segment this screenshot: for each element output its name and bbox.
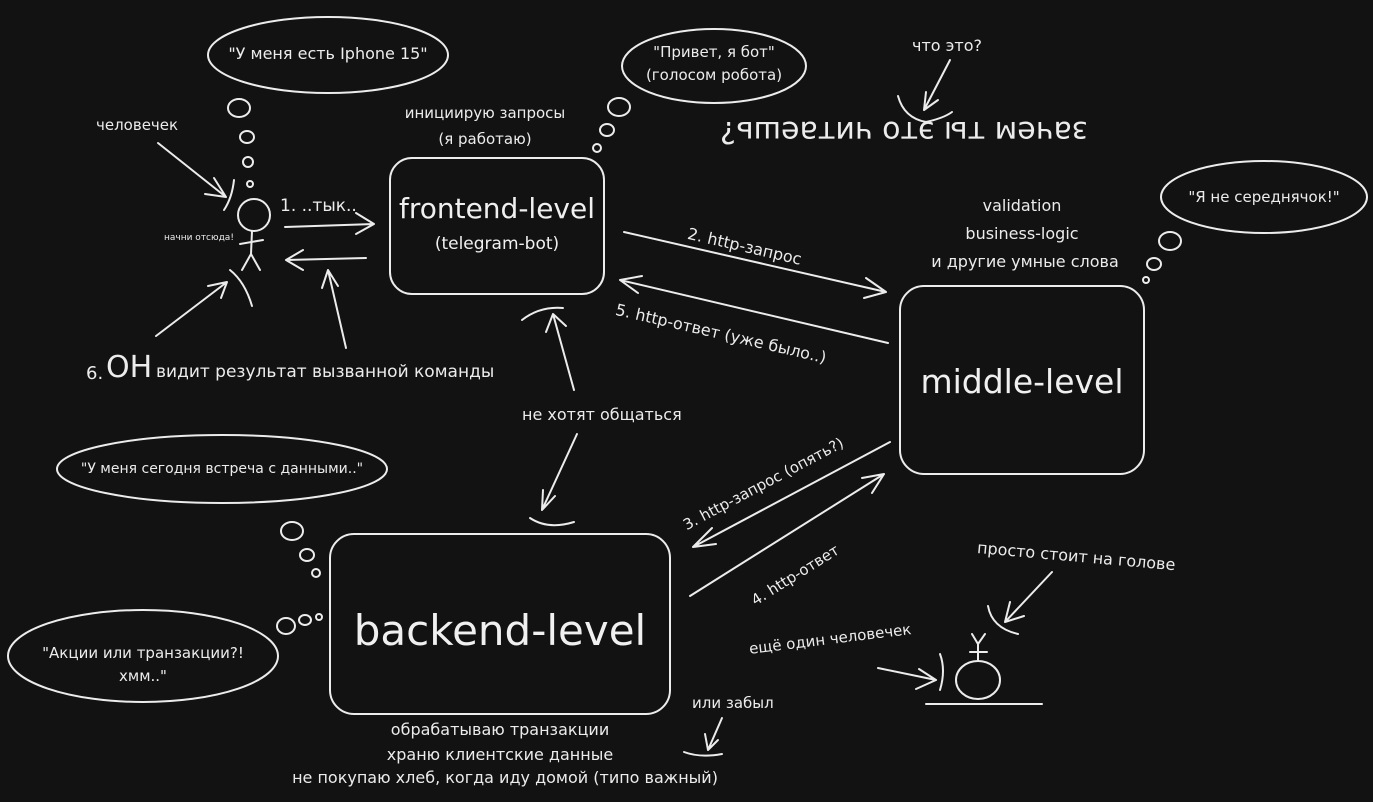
arrow-return-user xyxy=(285,249,367,271)
frontend-box xyxy=(389,157,605,295)
middle-desc-3: и другие умные слова xyxy=(931,252,1119,271)
middle-box xyxy=(899,285,1145,475)
label-or-forgot: или забыл xyxy=(692,694,774,712)
backend-box xyxy=(329,533,671,715)
arrow-http-response-5 xyxy=(619,275,889,344)
backend-desc-3: не покупаю хлеб, когда иду домой (типо в… xyxy=(292,768,718,787)
label-dont-want-talk: не хотят общаться xyxy=(522,405,682,424)
arrow-or-forgot xyxy=(704,717,723,751)
thought-bubble-user xyxy=(207,16,449,188)
arrow-to-man xyxy=(157,142,227,198)
backend-title: backend-level xyxy=(353,606,647,655)
thought-middle: "Я не середнячок!" xyxy=(1188,188,1340,206)
thought-bubble-backend-meeting xyxy=(56,434,388,578)
stick-figure-user xyxy=(237,198,271,271)
thought-bubble-bot xyxy=(592,28,807,153)
label-poke: 1. ..тык.. xyxy=(280,196,357,216)
backend-desc-1: обрабатываю транзакции xyxy=(390,720,610,739)
thought-backend-meeting: "У меня сегодня встреча с данными.." xyxy=(80,461,364,477)
label-little-man: человечек xyxy=(96,116,179,134)
label-what-is-this: что это? xyxy=(912,36,983,55)
thought-bot-hello-1: "Привет, я бот" xyxy=(653,43,775,61)
hair-tick-user xyxy=(223,179,235,211)
tick-or-forgot xyxy=(683,751,723,757)
label-result-he: ОН xyxy=(106,350,153,385)
arrow-http-response-4 xyxy=(689,473,885,597)
tick-what-is-this xyxy=(897,95,953,123)
tick-another-man xyxy=(939,653,944,691)
feet-curve-user xyxy=(229,269,253,307)
arrow-stands-on-head xyxy=(1004,571,1053,623)
tick-frontend xyxy=(521,306,564,321)
middle-desc-1: validation xyxy=(982,196,1062,215)
arrow-not-talk-up xyxy=(545,313,575,391)
arrow-http-request-2 xyxy=(623,231,887,299)
hair-tick-upside xyxy=(987,605,1019,635)
middle-desc-2: business-logic xyxy=(965,224,1079,243)
arrow-not-talk-down xyxy=(541,433,578,511)
arrow-another-man xyxy=(877,667,937,690)
label-init-requests-1: инициирую запросы xyxy=(404,104,566,122)
arrow-http-request-3 xyxy=(692,441,891,548)
label-why-reading: зачем ты это читаешь? xyxy=(720,114,1088,149)
label-result-prefix: 6. xyxy=(86,363,104,384)
thought-backend-stocks-1: "Акции или транзакции?! xyxy=(42,644,244,662)
stick-figure-upside-down xyxy=(925,633,1043,705)
arrow-poke xyxy=(284,212,375,235)
arrow-result-left xyxy=(155,281,228,337)
label-result-rest: видит результат вызванной команды xyxy=(156,362,495,382)
thought-user-phone: "У меня есть Iphone 15" xyxy=(228,44,428,63)
tick-backend xyxy=(529,517,575,527)
arrow-result-right xyxy=(321,269,347,349)
middle-title: middle-level xyxy=(920,362,1124,401)
label-start-here: начни отсюда! xyxy=(164,233,234,243)
frontend-title: frontend-level xyxy=(398,192,596,225)
thought-bubble-middle xyxy=(1142,160,1368,284)
frontend-subtitle: (telegram-bot) xyxy=(434,234,560,254)
thought-bot-hello-2: (голосом робота) xyxy=(645,66,783,84)
backend-desc-2: храню клиентские данные xyxy=(386,745,614,764)
thought-bubble-backend-stocks xyxy=(7,609,323,703)
arrow-what-is-this xyxy=(923,59,951,111)
thought-backend-stocks-2: хмм.." xyxy=(119,667,167,685)
label-init-requests-2: (я работаю) xyxy=(438,130,532,148)
